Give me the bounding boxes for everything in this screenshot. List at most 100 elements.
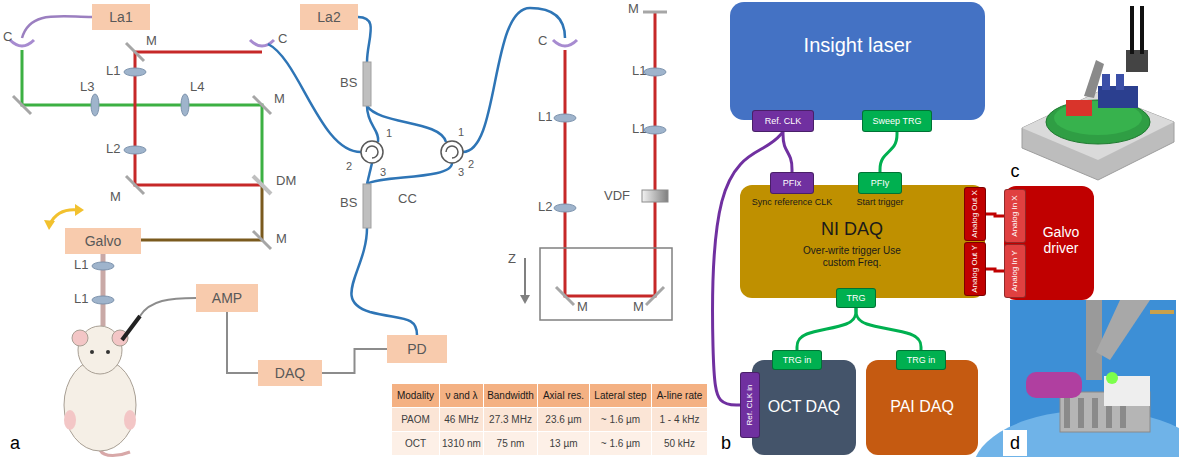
lens: [92, 262, 114, 270]
table-cell: 27.3 MHz: [484, 408, 538, 432]
port-tab: PFIy: [858, 172, 902, 194]
circulator: [361, 141, 463, 163]
node-label: PFIx: [783, 178, 802, 188]
device-render: [1140, 6, 1144, 54]
lens: [124, 68, 146, 76]
mirror: [253, 231, 271, 249]
driver-box: Galvo driverAnalog In XAnalog In Y: [1004, 186, 1094, 300]
node-label: Insight laser: [730, 34, 985, 57]
node-label: Galvo driver: [1028, 224, 1094, 256]
table-cell: Bandwidth: [484, 384, 538, 408]
transducer: [122, 298, 196, 340]
component-label: M: [146, 34, 157, 49]
transducer: [140, 298, 196, 316]
node-label: Galvo: [85, 233, 122, 249]
signal-wire: [797, 308, 856, 350]
port-number: 2: [468, 158, 474, 171]
component-label: L1: [632, 64, 646, 79]
lens: [92, 296, 114, 304]
daq-box: DAQ: [258, 360, 322, 386]
mouse: [72, 330, 88, 346]
table-cell: 13 µm: [538, 432, 590, 456]
component-label: M: [110, 190, 121, 205]
component-label: M: [276, 232, 287, 247]
mouse: [90, 350, 94, 354]
transducer: [122, 316, 140, 340]
component-label: VDF: [604, 189, 630, 204]
table-cell: 1310 nm: [440, 432, 484, 456]
laser-beam: [135, 52, 262, 185]
panel-letter: b: [714, 430, 738, 456]
mirror: [126, 43, 144, 61]
table-cell: 23.6 µm: [538, 408, 590, 432]
node-label: Analog In X: [1010, 195, 1019, 236]
device-render: [1116, 74, 1124, 90]
node-label: NI DAQ: [740, 219, 964, 240]
optical-fiber: [358, 17, 371, 62]
signal-wire: [880, 132, 897, 172]
port-number: 3: [458, 166, 464, 179]
table-cell: ~ 1.6 µm: [590, 408, 652, 432]
daq-box: Sync reference CLKStart triggerNI DAQOve…: [740, 185, 985, 298]
variable-density-filter: [642, 190, 668, 202]
table-cell: 1 - 4 kHz: [652, 408, 708, 432]
mouse: [106, 350, 110, 354]
component-label: L4: [190, 80, 204, 95]
signal-wire: [986, 214, 1004, 216]
node-label: DAQ: [275, 365, 305, 381]
panel-letter: c: [1003, 158, 1027, 184]
mirror: [643, 11, 667, 14]
lens: [91, 94, 99, 116]
lens: [644, 126, 666, 134]
panel-letter: a: [3, 430, 27, 456]
node-label: PAI DAQ: [870, 398, 974, 416]
device-render: [1066, 100, 1092, 116]
signal-wire: [227, 312, 258, 373]
device-render: [1102, 74, 1110, 90]
table-cell: PAOM: [392, 408, 440, 432]
circulator: [446, 146, 458, 158]
node-label: Analog Out Y: [970, 245, 979, 292]
component-label: Z: [508, 252, 516, 267]
node-label: Over-write trigger Use custom Freq.: [802, 245, 902, 268]
port-tab: Analog Out X: [964, 187, 986, 241]
mouse: [124, 410, 136, 430]
translation-stage: [520, 295, 530, 304]
laser-beam: [22, 50, 262, 185]
node-label: Ref. CLK in: [745, 385, 754, 426]
component-label: CC: [398, 192, 417, 207]
node-label: OCT DAQ: [756, 398, 852, 416]
mouse: [64, 410, 76, 430]
table-cell: Lateral step: [590, 384, 652, 408]
mouse: [64, 326, 136, 456]
port-number: 2: [346, 160, 352, 173]
port-number: 1: [386, 127, 392, 140]
setup-photo: [1106, 372, 1118, 384]
signal-wire: [322, 349, 387, 373]
setup-photo: [1026, 372, 1082, 398]
scan-arrow: [44, 220, 55, 230]
port-tab: Ref. CLK in: [740, 372, 760, 438]
lens: [644, 68, 666, 76]
node-label: La2: [317, 9, 340, 25]
mirror: [646, 287, 664, 305]
signal-wire: [783, 132, 792, 172]
signal-wire: [986, 269, 1004, 271]
component-label: DM: [276, 174, 296, 189]
table-cell: OCT: [392, 432, 440, 456]
node-label: AMP: [212, 290, 242, 306]
node-label: Analog Out X: [970, 190, 979, 238]
node-label: TRG: [847, 293, 866, 303]
beam-splitter: [363, 62, 371, 106]
table-cell: 46 MHz: [440, 408, 484, 432]
node-label: TRG in: [783, 355, 812, 365]
laser-box: La1: [92, 4, 150, 30]
lens: [554, 204, 576, 212]
port-tab: Analog In X: [1004, 189, 1026, 243]
galvo-box: Galvo: [65, 228, 141, 254]
port-tab: TRG in: [896, 350, 946, 370]
node-label: Sync reference CLK: [744, 197, 840, 207]
daq-box: PAI DAQTRG in: [866, 360, 978, 455]
port-tab: Sweep TRG: [862, 110, 932, 132]
